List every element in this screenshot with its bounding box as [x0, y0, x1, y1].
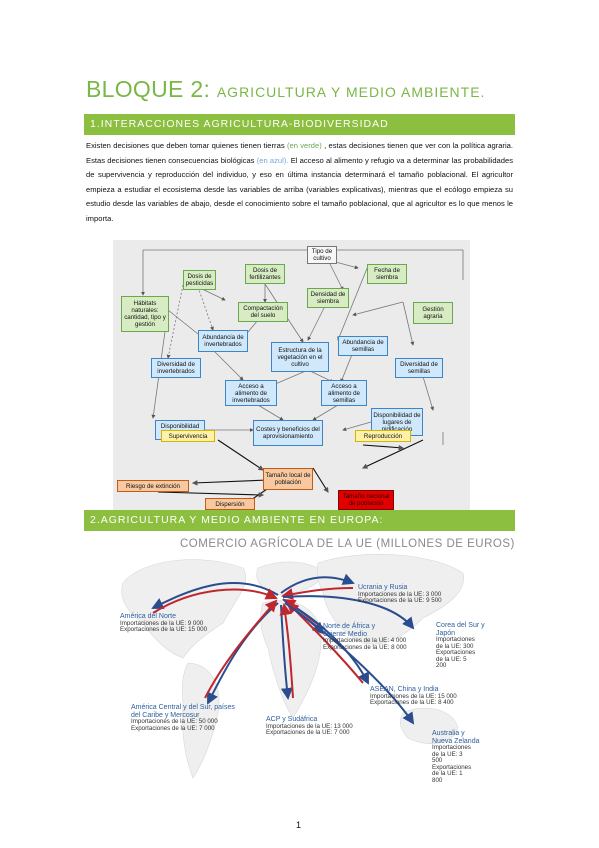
- box-tamano-local: Tamaño local de población: [263, 468, 313, 490]
- title-main: BLOQUE 2:: [86, 76, 211, 102]
- paragraph-text-3: El acceso al alimento y refugio va a det…: [86, 155, 514, 223]
- biodiversity-flow-diagram: Tipo de cultivo Dosis de pesticidas Dosi…: [113, 240, 470, 512]
- paragraph-green-note: (en verde): [286, 141, 322, 150]
- region-label: ACP y Sudáfrica Importaciones de la UE: …: [266, 716, 353, 737]
- region-label: Norte de África y Oriente Medio Importac…: [323, 623, 407, 651]
- region-label: América del Norte Importaciones de la UE…: [120, 613, 208, 634]
- box-estructura-vegetacion: Estructura de la vegetación en el cultiv…: [271, 342, 329, 372]
- box-tamano-nacional: Tamaño nacional de población: [338, 490, 394, 510]
- trade-arrows: [151, 573, 415, 725]
- box-abundancia-invertebrados: Abundancia de invertebrados: [198, 330, 248, 352]
- box-diversidad-semillas: Diversidad de semillas: [395, 358, 443, 378]
- section-1-heading: 1.INTERACCIONES AGRICULTURA-BIODIVERSIDA…: [84, 114, 515, 135]
- paragraph-text-2: , estas decisiones tienen que ver con la…: [86, 141, 513, 165]
- paragraph-blue-note: (en azul).: [256, 155, 289, 165]
- box-densidad-siembra: Densidad de siembra: [307, 288, 349, 308]
- box-tipo-cultivo: Tipo de cultivo: [307, 246, 337, 264]
- box-riesgo-extincion: Riesgo de extinción: [117, 480, 189, 492]
- box-habitats-naturales: Hábitats naturales: cantidad, tipo y ges…: [121, 296, 169, 332]
- box-reproduccion: Reproducción: [355, 430, 411, 442]
- box-gestion-agraria: Gestión agraria: [413, 302, 453, 324]
- box-compactacion-suelo: Compactación del suelo: [238, 302, 288, 322]
- section-1-paragraph: Existen decisiones que deben tomar quien…: [86, 139, 513, 227]
- paragraph-text-1: Existen decisiones que deben tomar quien…: [86, 141, 287, 150]
- page-number: 1: [296, 820, 302, 830]
- region-label: Australia y Nueva Zelanda Importaciones …: [432, 730, 480, 784]
- title-sub: AGRICULTURA Y MEDIO AMBIENTE.: [216, 84, 486, 100]
- box-costes-beneficios: Costes y beneficios del aprovisionamient…: [253, 420, 323, 446]
- eu-trade-world-map: [121, 553, 464, 779]
- box-dosis-fertilizantes: Dosis de fertilizantes: [245, 264, 285, 284]
- map-title: COMERCIO AGRÍCOLA DE LA UE (MILLONES DE …: [180, 538, 515, 550]
- box-dispersion: Dispersión: [205, 498, 255, 510]
- page-title: BLOQUE 2: AGRICULTURA Y MEDIO AMBIENTE.: [86, 76, 485, 103]
- box-supervivencia: Supervivencia: [161, 430, 215, 442]
- region-label: ASEAN, China y India Importaciones de la…: [370, 686, 457, 707]
- region-label: Ucrania y Rusia Importaciones de la UE: …: [358, 584, 442, 605]
- box-abundancia-semillas: Abundancia de semillas: [338, 336, 388, 356]
- region-label: América Central y del Sur, países del Ca…: [131, 704, 235, 732]
- box-acceso-semillas: Acceso a alimento de semillas: [321, 380, 367, 406]
- region-label: Corea del Sur y Japón Importaciones de l…: [436, 622, 485, 670]
- box-dosis-pesticidas: Dosis de pesticidas: [183, 270, 216, 290]
- box-fecha-siembra: Fecha de siembra: [367, 264, 407, 284]
- box-diversidad-invertebrados: Diversidad de invertebrados: [151, 358, 201, 378]
- box-acceso-invertebrados: Acceso a alimento de invertebrados: [225, 380, 277, 406]
- section-2-heading: 2.AGRICULTURA Y MEDIO AMBIENTE EN EUROPA…: [84, 510, 515, 531]
